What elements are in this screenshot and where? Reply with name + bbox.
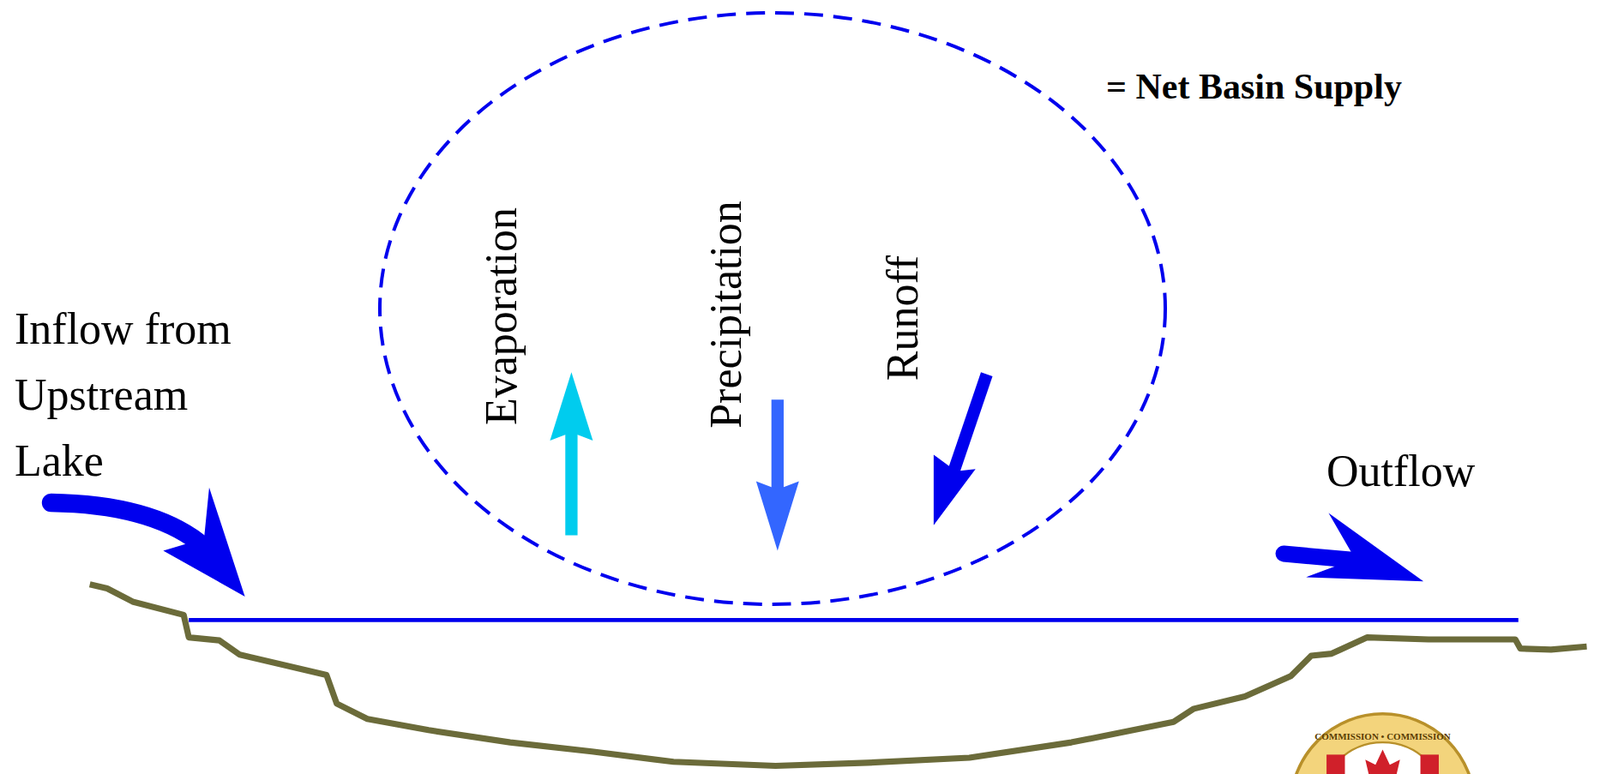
net-basin-supply-ellipse: EvaporationPrecipitationRunoff= Net Basi… (377, 10, 1168, 608)
seal-band-left (1326, 754, 1345, 774)
outflow-arrowhead (1305, 512, 1424, 582)
net-basin-supply-label: = Net Basin Supply (1106, 68, 1402, 105)
runoff-label: Runoff (880, 255, 926, 381)
water-surface (188, 618, 1519, 623)
seal-text: COMMISSION • COMMISSION (1314, 730, 1450, 743)
outflow-label: Outflow (1326, 445, 1475, 498)
inflow-label: Inflow from Upstream Lake (14, 295, 259, 494)
precipitation-arrowhead (756, 481, 800, 552)
evaporation-label: Evaporation (479, 207, 524, 426)
runoff-arrow (950, 374, 987, 481)
precipitation-arrow (771, 399, 784, 500)
seal-inner (1319, 742, 1447, 774)
inflow-arrow (51, 503, 200, 543)
inflow-arrowhead (162, 487, 245, 597)
outflow-arrow (1283, 553, 1363, 561)
evaporation-arrow (565, 423, 578, 536)
precipitation-label: Precipitation (703, 200, 749, 429)
seal-outer (1290, 714, 1474, 774)
seal-band-right (1420, 754, 1439, 774)
lake-bed (90, 584, 1588, 767)
seal-maple-leaf (1357, 749, 1409, 774)
runoff-arrowhead (933, 455, 976, 526)
evaporation-arrowhead (549, 372, 593, 441)
